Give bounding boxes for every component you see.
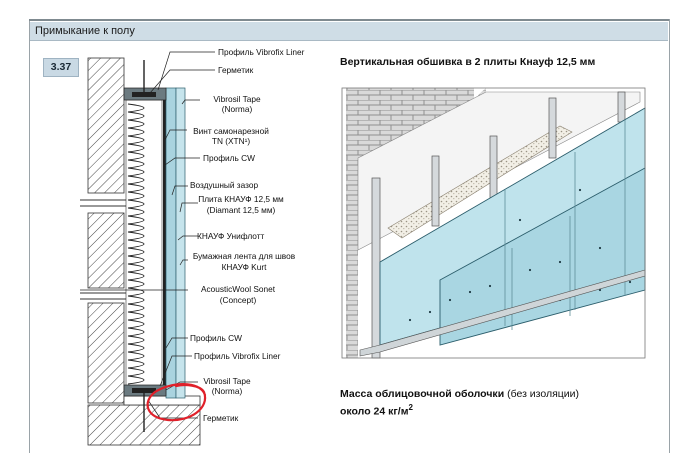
label-vibrosil-tape-bottom-sub: (Norma)	[211, 386, 243, 396]
label-board-sub: (Diamant 12,5 мм)	[206, 205, 276, 215]
mass-note: (без изоляции)	[504, 388, 580, 400]
top-border	[29, 19, 669, 21]
label-profile-cw-bottom: Профиль CW	[190, 333, 242, 343]
label-air-gap: Воздушный зазор	[190, 180, 259, 190]
section-header: Примыкание к полу	[30, 22, 668, 41]
figure-number-badge: 3.37	[43, 58, 79, 77]
concrete-wall	[87, 57, 125, 404]
illustration-title: Вертикальная обшивка в 2 плиты Кнауф 12,…	[340, 56, 596, 68]
label-screw: Винт самонарезной	[193, 126, 269, 136]
label-vibrosil-tape-top: Vibrosil Tape	[213, 94, 261, 104]
label-screw-sub: TN (XTN¹)	[211, 136, 251, 146]
cw-profile	[163, 90, 166, 395]
label-vibrosil-tape-bottom: Vibrosil Tape	[203, 376, 251, 386]
label-acousticwool: AcousticWool Sonet	[200, 284, 276, 294]
mass-label: Масса облицовочной оболочки	[340, 388, 505, 400]
label-vibrofix-liner-bottom: Профиль Vibrofix Liner	[194, 351, 281, 361]
label-sealant-bottom: Герметик	[203, 413, 239, 423]
label-uniflott: КНАУФ Унифлотт	[197, 231, 265, 241]
label-profile-cw-top: Профиль CW	[203, 153, 255, 163]
perspective-illustration	[341, 87, 646, 359]
floor-screed	[123, 395, 201, 406]
section-title: Примыкание к полу	[35, 25, 135, 37]
label-acousticwool-sub: (Concept)	[219, 295, 257, 305]
label-vibrosil-tape-top-sub: (Norma)	[221, 104, 253, 114]
mass-value: около 24 кг/м	[340, 405, 409, 418]
label-vibrofix-liner-top: Профиль Vibrofix Liner	[218, 47, 305, 57]
acoustic-wool	[125, 99, 163, 393]
board-joints	[504, 120, 626, 330]
mass-info: Масса облицовочной оболочки (без изоляци…	[340, 388, 579, 419]
mass-unit-sup: 2	[408, 403, 413, 412]
label-paper-tape-sub: КНАУФ Kurt	[221, 262, 267, 272]
label-sealant-top: Герметик	[218, 65, 254, 75]
label-paper-tape: Бумажная лента для швов	[192, 251, 296, 261]
red-highlight-annotation	[146, 383, 207, 422]
label-board: Плита КНАУФ 12,5 мм	[198, 194, 284, 204]
board-outer	[175, 87, 186, 399]
illustration-frame	[341, 87, 646, 359]
brick-wall-side	[346, 158, 358, 358]
